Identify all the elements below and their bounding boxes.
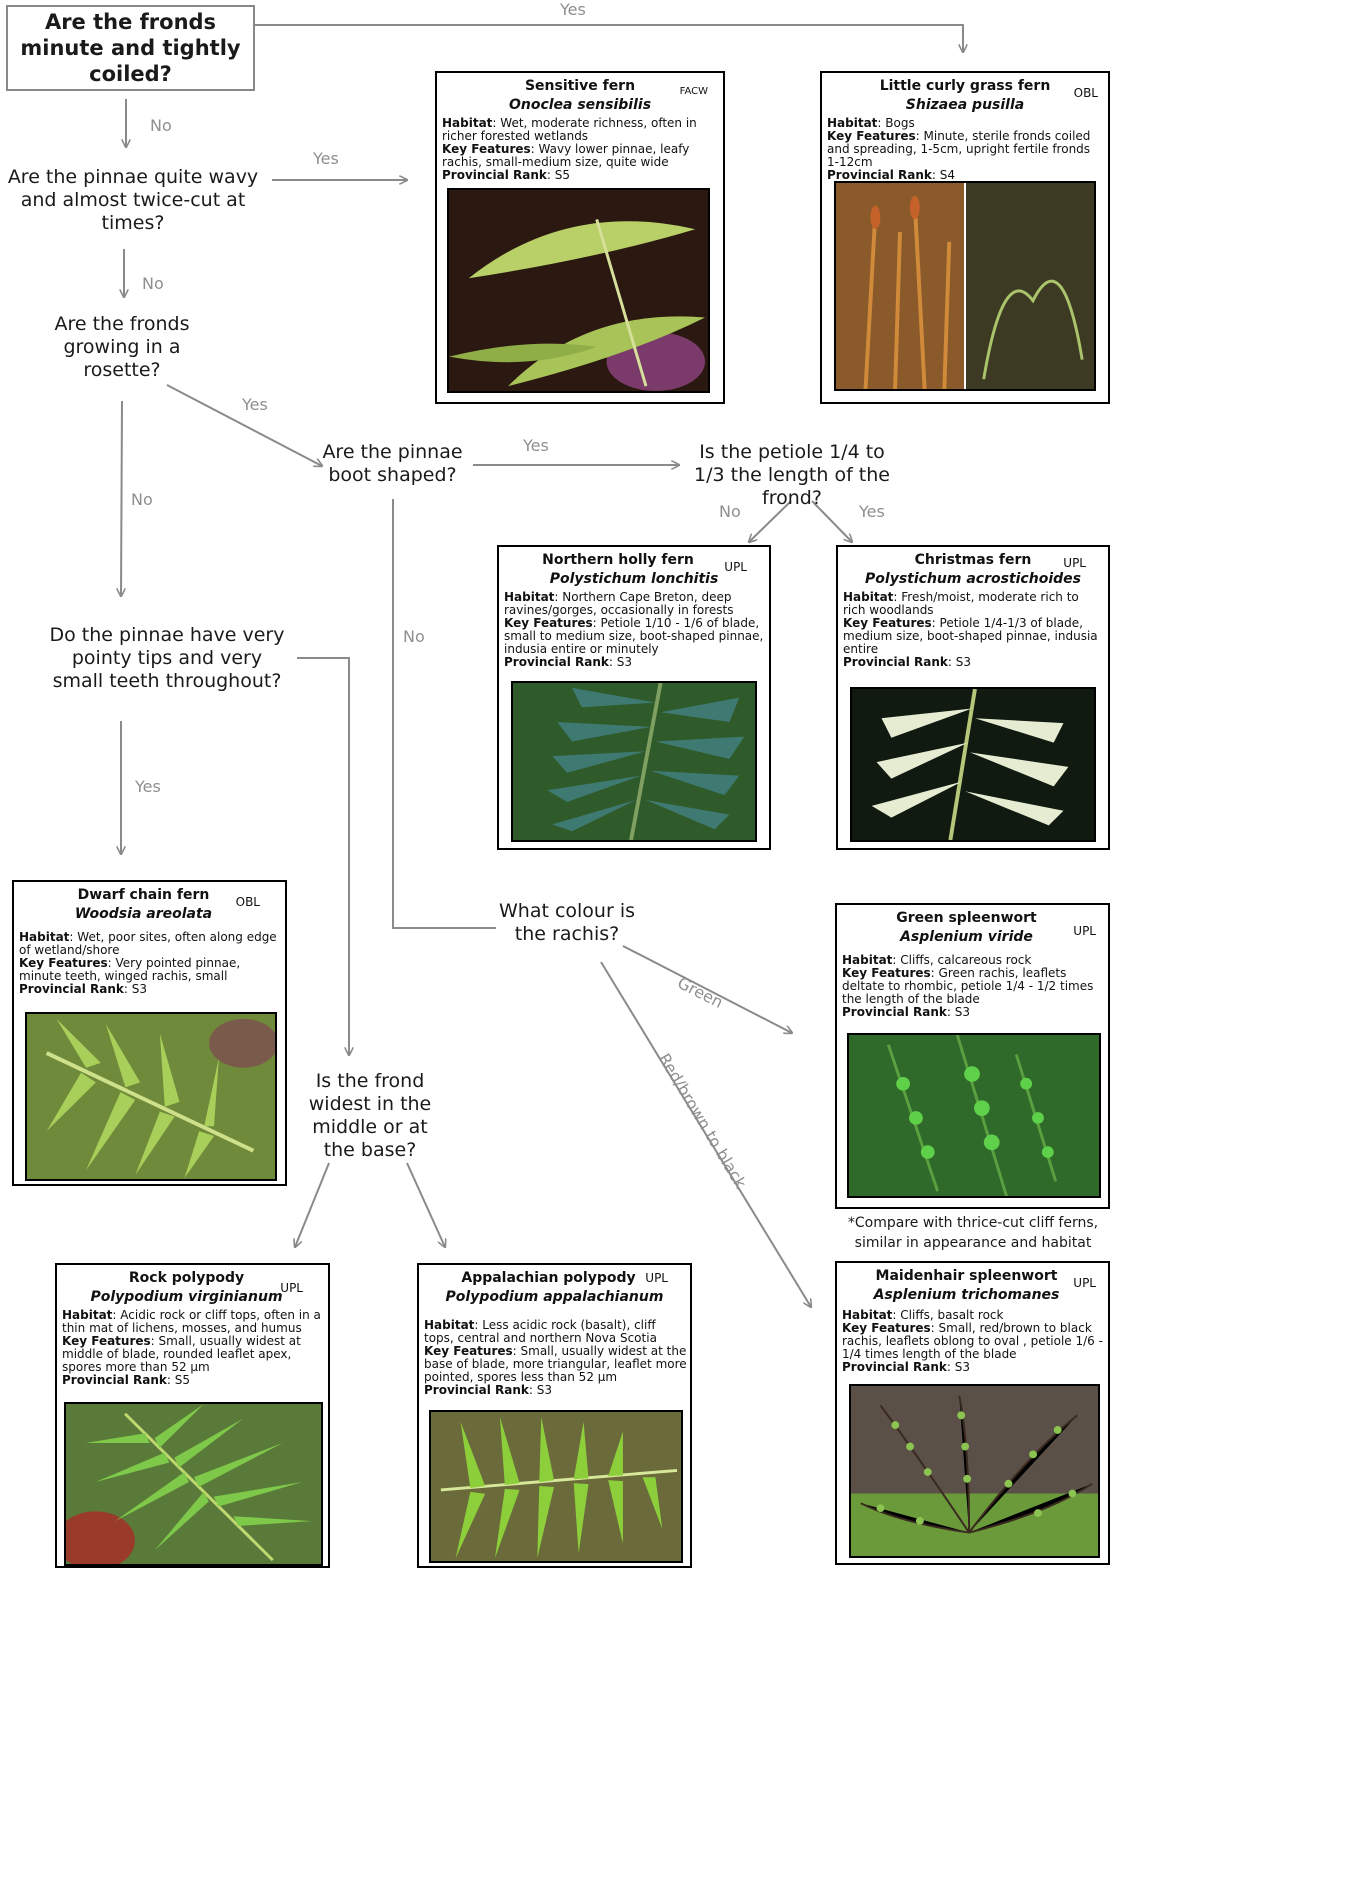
label-q4-yes: Yes [523, 436, 549, 455]
label-q3-no: No [131, 490, 153, 509]
label-q5-yes: Yes [859, 502, 885, 521]
connector-q3-no [121, 400, 122, 596]
wetland-status: UPL [724, 560, 747, 574]
card-little-curly-grass-fern: Little curly grass fern Shizaea pusilla … [820, 71, 1110, 404]
question-pointy-tips: Do the pinnae have very pointy tips and … [49, 624, 285, 692]
scientific-name: Polystichum acrostichoides [865, 571, 1081, 587]
wetland-status: FACW [679, 86, 708, 97]
connector-q7-green [622, 945, 792, 1033]
species-name: Appalachian polypody [461, 1270, 636, 1286]
connector-q1-yes [255, 24, 963, 52]
wetland-status: UPL [1073, 1276, 1096, 1290]
species-name: Maidenhair spleenwort [875, 1268, 1058, 1284]
connector-q5-no [749, 500, 792, 542]
connector-q8-middle [295, 1162, 330, 1247]
species-name: Sensitive fern [524, 78, 636, 94]
species-description: Habitat: Cliffs, calcareous rock Key Fea… [842, 953, 1094, 1019]
species-description: Habitat: Wet, poor sites, often along ed… [19, 930, 277, 996]
connector-q4-no [392, 499, 496, 929]
scientific-name: Asplenium trichomanes [873, 1287, 1060, 1303]
connector-q5-yes [811, 500, 852, 542]
species-name: Northern holly fern [542, 552, 694, 568]
card-green-spleenwort: Green spleenwort Asplenium viride UPL Ha… [835, 903, 1110, 1209]
species-name: Little curly grass fern [879, 78, 1051, 94]
card-sensitive-fern: Sensitive fern Onoclea sensibilis FACW H… [435, 71, 725, 404]
wetland-status: OBL [235, 895, 260, 909]
species-name: Green spleenwort [896, 910, 1037, 926]
label-q1-yes: Yes [560, 0, 586, 19]
connector-layer [0, 24, 1114, 1568]
question-pinnae-wavy: Are the pinnae quite wavy and almost twi… [7, 166, 259, 234]
fern-photo [847, 1033, 1101, 1198]
species-description: Habitat: Wet, moderate richness, often i… [442, 116, 697, 182]
scientific-name: Polypodium appalachianum [445, 1289, 664, 1305]
card-rock-polypody: Rock polypody Polypodium virginianum UPL… [55, 1263, 330, 1568]
question-petiole-length: Is the petiole 1/4 to 1/3 the length of … [694, 441, 890, 509]
species-description: Habitat: Less acidic rock (basalt), clif… [424, 1318, 687, 1397]
species-description: Habitat: Fresh/moist, moderate rich to r… [843, 590, 1098, 669]
question-frond-widest: Is the frond widest in the middle or at … [308, 1070, 432, 1161]
species-name: Rock polypody [128, 1270, 245, 1286]
scientific-name: Polystichum lonchitis [549, 571, 719, 587]
wetland-status: UPL [1063, 556, 1086, 570]
label-q3-yes: Yes [242, 395, 268, 414]
scientific-name: Asplenium viride [900, 929, 1033, 945]
question-boot-shaped: Are the pinnae boot shaped? [322, 441, 463, 486]
connector-q3-yes [166, 384, 322, 466]
label-q5-no: No [719, 502, 741, 521]
species-description: Habitat: Northern Cape Breton, deep ravi… [504, 590, 764, 669]
species-description: Habitat: Cliffs, basalt rock Key Feature… [842, 1308, 1103, 1374]
label-q1-no: No [150, 116, 172, 135]
species-description: Habitat: Acidic rock or cliff tops, ofte… [62, 1308, 321, 1387]
fern-photo [25, 1012, 277, 1181]
wetland-status: OBL [1073, 86, 1098, 100]
question-fronds-coiled: Are the fronds minute and tightly coiled… [6, 5, 255, 91]
scientific-name: Shizaea pusilla [905, 97, 1025, 113]
fern-photo [849, 1384, 1100, 1558]
question-rosette: Are the fronds growing in a rosette? [54, 313, 190, 381]
fern-photo [64, 1402, 323, 1566]
fern-photo [447, 188, 710, 393]
question-rachis-colour: What colour is the rachis? [498, 900, 635, 945]
scientific-name: Onoclea sensibilis [508, 97, 652, 113]
wetland-status: UPL [645, 1271, 668, 1285]
wetland-status: UPL [1073, 924, 1096, 938]
species-name: Christmas fern [914, 552, 1032, 568]
card-appalachian-polypody: Appalachian polypody Polypodium appalach… [417, 1263, 692, 1568]
fern-photo [850, 687, 1096, 842]
species-name: Dwarf chain fern [77, 887, 210, 903]
card-dwarf-chain-fern: Dwarf chain fern Woodsia areolata OBL Ha… [12, 880, 287, 1186]
compare-note: *Compare with thrice-cut cliff ferns, si… [847, 1215, 1099, 1251]
label-q4-no: No [403, 627, 425, 646]
fern-photo [834, 181, 1096, 391]
wetland-status: UPL [280, 1281, 303, 1295]
label-q2-yes: Yes [313, 149, 339, 168]
connector-q7-red [600, 961, 811, 1307]
card-northern-holly-fern: Northern holly fern Polystichum lonchiti… [497, 545, 771, 850]
connector-q6-no [297, 657, 349, 1055]
scientific-name: Polypodium virginianum [90, 1289, 283, 1305]
card-maidenhair-spleenwort: Maidenhair spleenwort Asplenium trichoma… [835, 1261, 1110, 1565]
card-christmas-fern: Christmas fern Polystichum acrostichoide… [836, 545, 1110, 850]
label-q6-yes: Yes [135, 777, 161, 796]
label-q2-no: No [142, 274, 164, 293]
species-description: Habitat: Bogs Key Features: Minute, ster… [827, 116, 1091, 182]
scientific-name: Woodsia areolata [74, 906, 213, 922]
connector-q8-base [406, 1162, 445, 1247]
fern-photo [429, 1410, 683, 1563]
fern-photo [511, 681, 757, 842]
